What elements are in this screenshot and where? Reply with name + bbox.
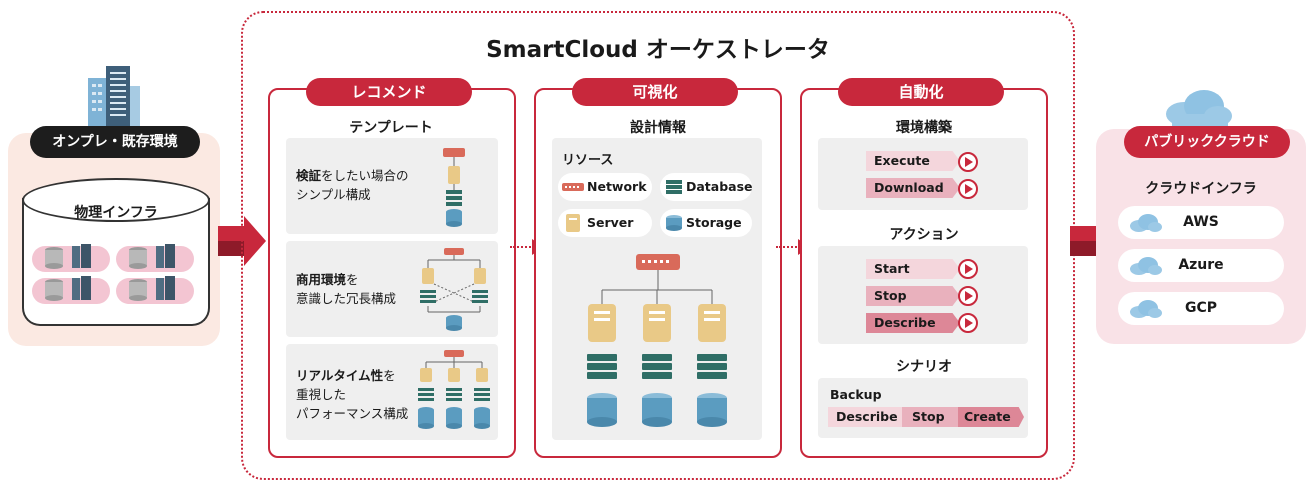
download-button[interactable]: Download [866,178,960,198]
dotted-connector [776,246,800,248]
template-simple-text: 検証をしたい場合のシンプル構成 [296,168,409,202]
env-build-heading: 環境構築 [896,120,952,136]
scenario-name: Backup [830,387,882,402]
network-icon [562,183,584,191]
resource-network-label: Network [587,179,647,194]
tab-automate[interactable]: 自動化 [838,78,1004,106]
server-rack-icons [45,244,175,301]
scenario-step-stop[interactable]: Stop [902,407,970,427]
template-performance-text: リアルタイム性を重視したパフォーマンス構成 [296,368,409,421]
resource-storage-label: Storage [686,215,742,230]
simple-stack-icon [443,148,465,227]
resources-label: リソース [562,153,614,168]
template-card-performance[interactable] [286,344,498,440]
dotted-connector [510,246,534,248]
resource-database-label: Database [686,179,753,194]
provider-gcp-label: GCP [1184,300,1218,316]
physical-infra-label: 物理インフラ [74,205,158,221]
stop-button[interactable]: Stop [866,286,960,306]
server-icon [566,214,580,232]
architecture-diagram [587,254,728,428]
provider-aws-label: AWS [1183,214,1219,230]
cloud-icon [1130,300,1162,318]
actions-heading: アクション [889,227,959,243]
onprem-label: オンプレ・既存環境 [30,126,200,158]
cloud-infra-label: クラウドインフラ [1145,181,1257,197]
cloud-icon [1130,257,1162,275]
play-icon[interactable] [958,313,978,333]
resource-storage[interactable]: Storage [660,209,752,237]
provider-aws[interactable]: AWS [1118,206,1284,239]
resource-database[interactable]: Database [660,173,753,201]
provider-azure[interactable]: Azure [1118,249,1284,282]
scenario-step-describe[interactable]: Describe [828,407,910,427]
building-icon [88,66,140,130]
redundant-stack-icon [420,248,488,331]
provider-azure-label: Azure [1178,257,1224,273]
storage-icon [666,215,682,231]
cloud-icon [1130,214,1162,232]
template-heading: テンプレート [349,120,433,136]
cylinder-top [22,178,210,222]
provider-gcp[interactable]: GCP [1118,292,1284,325]
cloud-icon [1166,90,1232,126]
tab-visualize[interactable]: 可視化 [572,78,738,106]
start-button[interactable]: Start [866,259,960,279]
execute-button[interactable]: Execute [866,151,960,171]
play-icon[interactable] [958,286,978,306]
template-redundant-text: 商用環境を意識した冗長構成 [296,272,397,306]
orchestrator-title: SmartCloud オーケストレータ [486,37,830,63]
play-icon[interactable] [958,152,978,172]
play-icon[interactable] [958,179,978,199]
scenario-step-create[interactable]: Create [958,407,1024,427]
database-icon [666,180,682,194]
play-icon[interactable] [958,259,978,279]
performance-stack-icon [418,350,491,430]
resource-server-label: Server [587,215,634,230]
resource-network[interactable]: Network [558,173,652,201]
public-cloud-label: パブリッククラウド [1124,126,1290,158]
scenario-heading: シナリオ [896,359,952,375]
resource-server[interactable]: Server [558,209,652,237]
describe-button[interactable]: Describe [866,313,960,333]
env-build-panel [818,138,1028,210]
design-info-heading: 設計情報 [630,120,686,136]
tab-recommend[interactable]: レコメンド [306,78,472,106]
